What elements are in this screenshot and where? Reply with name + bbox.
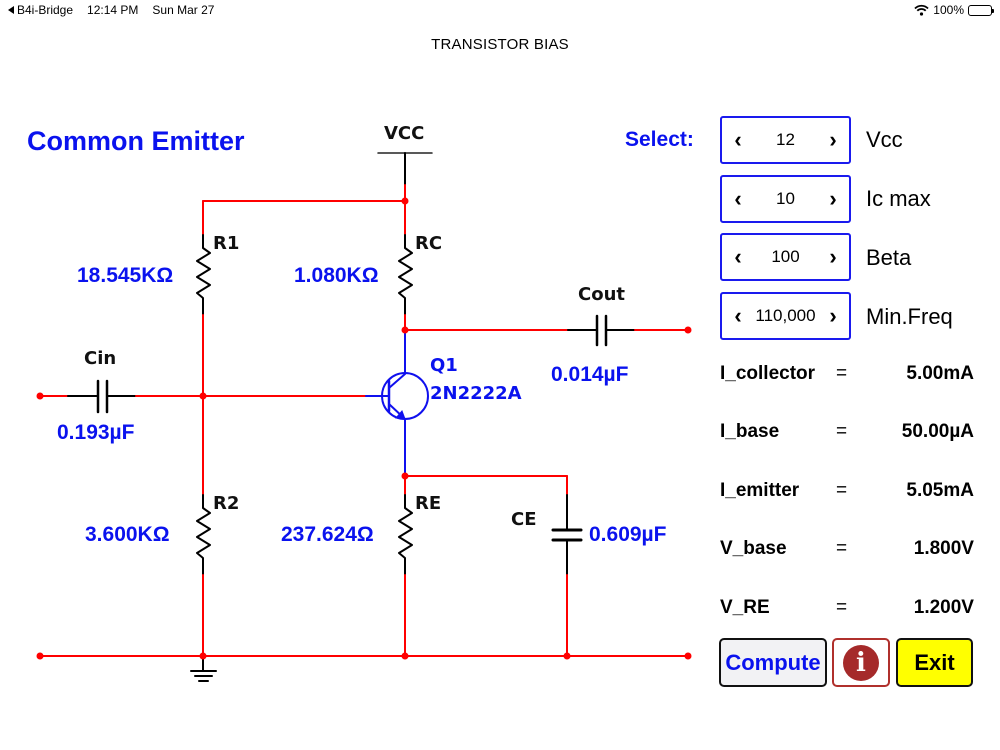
junction-dot [401, 472, 409, 480]
terminal-ground-right [684, 652, 692, 660]
chevron-right-icon[interactable]: › [829, 303, 837, 328]
capacitor-cin [39, 379, 367, 414]
result-equals: = [836, 480, 848, 501]
info-button[interactable]: i [832, 638, 890, 687]
vcc-stepper[interactable]: ‹ 12 › [720, 116, 851, 164]
r2-value: 3.600KΩ [85, 523, 170, 546]
junction-dot [199, 652, 207, 660]
vcc-label: VCC [384, 123, 425, 144]
terminal-output [684, 326, 692, 334]
cout-label: Cout [578, 284, 625, 305]
result-value: 1.800V [913, 538, 974, 559]
min-freq-param-label: Min.Freq [866, 304, 953, 329]
back-to-app-link[interactable]: B4i-Bridge [8, 3, 73, 17]
terminal-ground-left [36, 652, 44, 660]
junction-dot [401, 197, 409, 205]
beta-param-label: Beta [866, 245, 912, 270]
min-freq-stepper[interactable]: ‹ 110,000 › [720, 292, 851, 340]
info-icon: i [843, 644, 879, 681]
result-key: V_RE [720, 597, 770, 618]
chevron-left-icon[interactable]: ‹ [734, 186, 742, 211]
ic-max-value: 10 [776, 189, 795, 208]
min-freq-value: 110,000 [755, 306, 816, 325]
junction-dot [563, 652, 571, 660]
resistor-rc [398, 200, 413, 331]
chevron-right-icon[interactable]: › [829, 127, 837, 152]
result-row: I_emitter = 5.05mA [720, 480, 974, 506]
transistor-q1 [365, 329, 429, 477]
terminal-input [36, 392, 44, 400]
chevron-right-icon[interactable]: › [829, 244, 837, 269]
beta-stepper[interactable]: ‹ 100 › [720, 233, 851, 281]
result-equals: = [836, 421, 848, 442]
cout-value: 0.014µF [551, 363, 629, 386]
result-value: 50.00µA [901, 421, 974, 442]
capacitor-ce [404, 475, 583, 657]
r1-value: 18.545KΩ [77, 264, 174, 287]
result-key: I_collector [720, 363, 816, 384]
junction-dot [401, 326, 409, 334]
result-equals: = [836, 597, 848, 618]
vcc-symbol [377, 152, 433, 202]
circuit-title: Common Emitter [27, 126, 245, 156]
result-equals: = [836, 363, 848, 384]
capacitor-cout [404, 314, 689, 347]
result-row: I_base = 50.00µA [720, 421, 974, 447]
result-equals: = [836, 538, 848, 559]
exit-button[interactable]: Exit [896, 638, 973, 687]
ground-icon [190, 655, 217, 682]
vcc-param-label: Vcc [866, 127, 903, 152]
wifi-icon [914, 4, 929, 16]
back-triangle-icon [8, 6, 14, 14]
vcc-value: 12 [776, 130, 795, 149]
rc-value: 1.080KΩ [294, 264, 379, 287]
resistor-re [398, 475, 413, 657]
transistor-part: 2N2222A [430, 383, 522, 404]
chevron-right-icon[interactable]: › [829, 186, 837, 211]
chevron-left-icon[interactable]: ‹ [734, 244, 742, 269]
battery-icon [968, 4, 994, 16]
rc-label: RC [415, 233, 443, 254]
ce-label: CE [511, 509, 537, 530]
chevron-left-icon[interactable]: ‹ [734, 303, 742, 328]
result-key: I_emitter [720, 480, 800, 501]
status-time: 12:14 PM [87, 3, 139, 17]
page-title: TRANSISTOR BIAS [431, 36, 569, 53]
status-bar: B4i-Bridge 12:14 PM Sun Mar 27 100% [0, 0, 1000, 20]
result-key: I_base [720, 421, 780, 442]
cin-label: Cin [84, 348, 117, 369]
compute-button[interactable]: Compute [719, 638, 827, 687]
resistor-r1 [196, 200, 211, 397]
chevron-left-icon[interactable]: ‹ [734, 127, 742, 152]
junction-dot [199, 392, 207, 400]
cin-value: 0.193µF [57, 421, 135, 444]
circuit-diagram: Common Emitter VCC R1 18.545KΩ RC 1.080K… [27, 123, 692, 682]
result-value: 5.05mA [906, 480, 974, 501]
battery-percent: 100% [933, 3, 964, 17]
select-label: Select: [625, 128, 694, 151]
result-value: 1.200V [913, 597, 974, 618]
r2-label: R2 [213, 493, 240, 514]
status-date: Sun Mar 27 [152, 3, 215, 17]
junction-dots [36, 197, 692, 660]
ic-max-param-label: Ic max [866, 186, 931, 211]
result-row: I_collector = 5.00mA [720, 363, 974, 389]
result-row: V_RE = 1.200V [720, 597, 974, 623]
back-app-name: B4i-Bridge [17, 3, 74, 17]
result-key: V_base [720, 538, 787, 559]
transistor-ref: Q1 [430, 355, 458, 376]
re-value: 237.624Ω [281, 523, 374, 546]
re-label: RE [415, 493, 442, 514]
result-row: V_base = 1.800V [720, 538, 974, 564]
r1-label: R1 [213, 233, 240, 254]
junction-dot [401, 652, 409, 660]
beta-value: 100 [771, 247, 800, 266]
schematic [36, 152, 692, 682]
result-value: 5.00mA [906, 363, 974, 384]
ce-value: 0.609µF [589, 523, 667, 546]
resistor-r2 [196, 395, 211, 657]
ic-max-stepper[interactable]: ‹ 10 › [720, 175, 851, 223]
